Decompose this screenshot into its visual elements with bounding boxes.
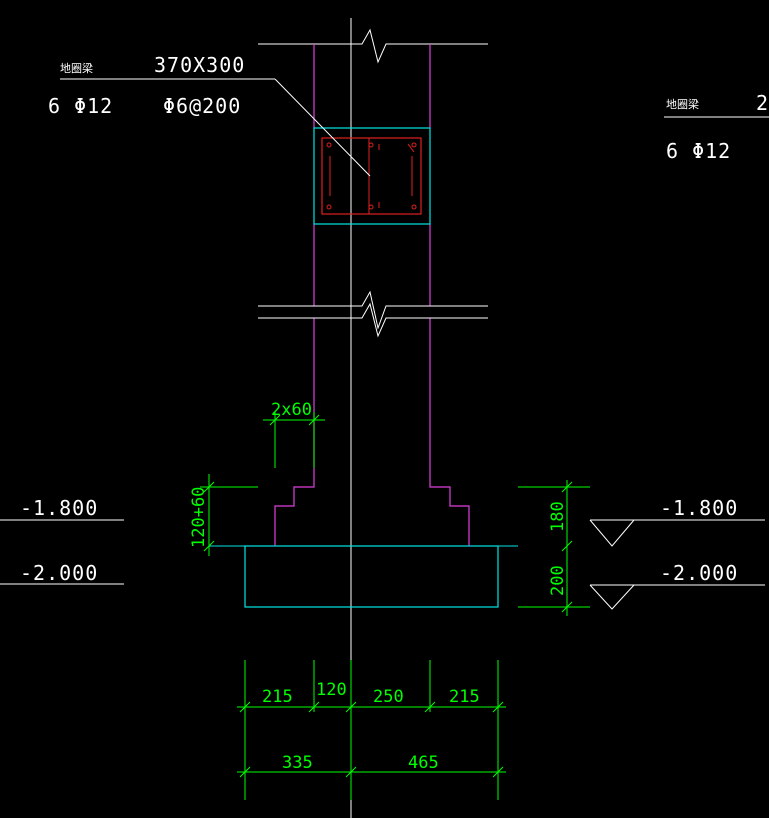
elevation-lines-right	[589, 519, 765, 610]
foundation-base	[244, 545, 499, 608]
break-line-top	[258, 28, 488, 64]
dimension-row1-4: 215	[449, 687, 480, 707]
beam-name-right: 地圈梁	[666, 97, 699, 111]
elevation-lines-left	[0, 519, 124, 585]
beam-main-bars-left: 6 Φ12	[48, 94, 113, 118]
dimension-right-lower-label: 200	[548, 565, 568, 596]
beam-name-left: 地圈梁	[60, 61, 93, 75]
dimension-row2-1: 335	[282, 753, 313, 773]
dimension-row1-2: 120	[316, 680, 347, 700]
wall-outline	[274, 44, 470, 546]
beam-size-right: 2	[756, 91, 769, 115]
dimension-bottom-rows	[237, 660, 506, 800]
break-line-middle	[258, 290, 488, 338]
dimension-step-width	[263, 412, 325, 468]
dimension-step-height	[200, 474, 258, 556]
dimension-right-upper-label: 180	[548, 501, 568, 532]
dimension-row1-3: 250	[373, 687, 404, 707]
elevation-label-right-bottom: -2.000	[660, 561, 738, 585]
callout-leader-left	[60, 78, 371, 177]
beam-size-left: 370X300	[154, 53, 245, 77]
elevation-label-left-bottom: -2.000	[20, 561, 98, 585]
dimension-step-width-label: 2x60	[271, 400, 312, 420]
dimension-row1-1: 215	[262, 687, 293, 707]
beam-stirrups-left: Φ6@200	[163, 94, 241, 118]
dimension-right-vertical	[518, 480, 590, 616]
dimension-row2-2: 465	[408, 753, 439, 773]
beam-main-bars-right: 6 Φ12	[666, 139, 731, 163]
elevation-label-right-top: -1.800	[660, 496, 738, 520]
dimension-step-height-label: 120+60	[189, 487, 209, 548]
ring-beam-section	[313, 127, 431, 225]
elevation-label-left-top: -1.800	[20, 496, 98, 520]
